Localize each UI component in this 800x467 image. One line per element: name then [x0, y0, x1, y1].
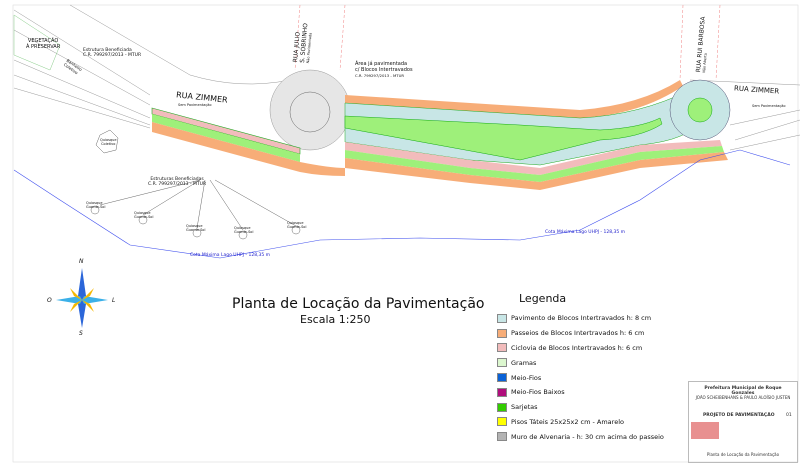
legend-swatch [497, 432, 507, 442]
street-rua-zimmer-right-note: Sem Pavimentação [752, 104, 786, 108]
plan-scale: Escala 1:250 [300, 313, 371, 326]
legend-swatch [497, 387, 507, 397]
street-axes [294, 4, 721, 81]
legend-swatch [497, 402, 507, 412]
vegetation-area [13, 14, 61, 71]
compass-s: S [79, 330, 83, 337]
legend-item: Meio-Fios Baixos [497, 385, 664, 400]
title-block: Prefeitura Municipal de Roque Gonzales J… [688, 381, 798, 463]
legend-item-label: Ciclovia de Blocos Intertravados h: 6 cm [511, 343, 643, 352]
legend-item: Pisos Táteis 25x25x2 cm - Amarelo [497, 415, 664, 430]
title-block-drawing: Planta de Locação da Pavimentação [706, 452, 780, 457]
compass-o: O [47, 297, 52, 304]
legend-title: Legenda [519, 292, 567, 305]
legend-item: Pavimento de Blocos Intertravados h: 8 c… [497, 311, 664, 326]
lake-level-label: Cota Máxima Lago UHPJ - 128,35 m [545, 230, 626, 235]
legend-item-label: Passeios de Blocos Intertravados h: 6 cm [511, 329, 645, 338]
lake-level-label: Cota Máxima Lago UHPJ - 128,35 m [190, 253, 271, 258]
legend-item-label: Sarjetas [511, 403, 538, 412]
legend-item-label: Muro de Alvenaria - h: 30 cm acima do pa… [511, 432, 664, 441]
compass-n: N [79, 258, 84, 265]
legend: Legenda Pavimento de Blocos Intertravado… [497, 292, 664, 444]
title-block-project: PROJETO DE PAVIMENTAÇÃO [703, 413, 775, 418]
street-rua-zimmer-left-note: Sem Pavimentação [178, 103, 212, 107]
roundabout [269, 69, 351, 151]
title-block-authors: JOÃO SCHEIBENHANS & PAULO ALOÍSIO JUSTEN [695, 395, 791, 400]
compass-l: L [112, 297, 116, 304]
legend-item-label: Meio-Fios [511, 373, 542, 382]
legend-swatch [497, 373, 507, 383]
legend-item-label: Pisos Táteis 25x25x2 cm - Amarelo [511, 417, 624, 426]
legend-item: Sarjetas [497, 400, 664, 415]
plan-title: Planta de Locação da Pavimentação [232, 296, 485, 312]
legend-item-label: Gramas [511, 358, 537, 367]
lake-level-line [13, 149, 791, 259]
title-block-institution: Prefeitura Municipal de Roque Gonzales [704, 386, 782, 396]
left-road-section [151, 107, 345, 176]
legend-item: Muro de Alvenaria - h: 30 cm acima do pa… [497, 429, 664, 444]
legend-swatch [497, 417, 507, 427]
legend-item: Meio-Fios [497, 370, 664, 385]
title-block-logo [691, 422, 719, 439]
legend-swatch [497, 358, 507, 368]
legend-swatch [497, 313, 507, 323]
legend-item: Ciclovia de Blocos Intertravados h: 6 cm [497, 341, 664, 356]
boundary-lines [13, 4, 800, 151]
legend-item: Gramas [497, 355, 664, 370]
legend-item: Passeios de Blocos Intertravados h: 6 cm [497, 326, 664, 341]
north-arrow [56, 268, 108, 328]
legend-swatch [497, 343, 507, 353]
legend-item-label: Meio-Fios Baixos [511, 388, 565, 397]
main-road-section [344, 79, 731, 190]
legend-item-label: Pavimento de Blocos Intertravados h: 8 c… [511, 314, 652, 323]
legend-swatch [497, 328, 507, 338]
kiosks [90, 129, 301, 240]
title-block-sheet: 01 [786, 413, 792, 418]
